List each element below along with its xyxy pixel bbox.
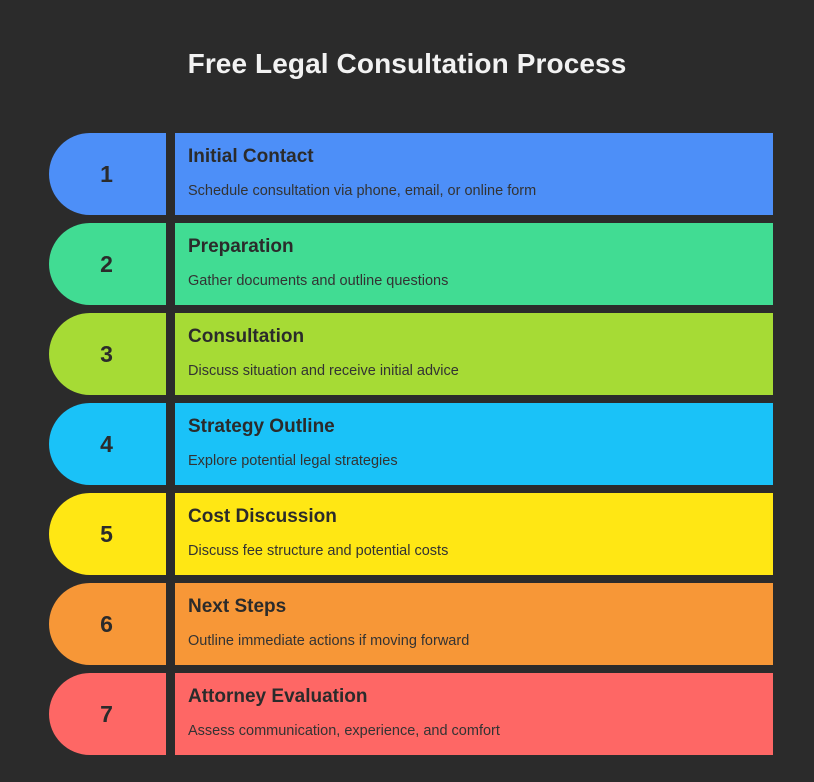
step-description: Explore potential legal strategies bbox=[188, 453, 398, 469]
step-title: Strategy Outline bbox=[188, 416, 335, 437]
step-title: Consultation bbox=[188, 326, 305, 347]
step-card: Cost Discussion Discuss fee structure an… bbox=[175, 493, 773, 575]
step-number-badge: 4 bbox=[49, 403, 166, 485]
step-card: Consultation Discuss situation and recei… bbox=[175, 313, 773, 395]
step-number-badge: 6 bbox=[49, 583, 166, 665]
step-title: Attorney Evaluation bbox=[188, 686, 368, 707]
step-title: Initial Contact bbox=[188, 146, 314, 167]
step-title: Preparation bbox=[188, 236, 294, 257]
step-card: Initial Contact Schedule consultation vi… bbox=[175, 133, 773, 215]
step-number-badge: 2 bbox=[49, 223, 166, 305]
step-description: Schedule consultation via phone, email, … bbox=[188, 183, 537, 199]
step-title: Next Steps bbox=[188, 596, 287, 617]
step-title: Cost Discussion bbox=[188, 506, 337, 527]
step-description: Outline immediate actions if moving forw… bbox=[188, 633, 470, 649]
step-number: 1 bbox=[100, 160, 113, 187]
step-description: Assess communication, experience, and co… bbox=[188, 723, 500, 739]
step-description: Discuss fee structure and potential cost… bbox=[188, 543, 449, 559]
step-number: 4 bbox=[100, 430, 113, 457]
step-number: 7 bbox=[100, 700, 113, 727]
step-number-badge: 7 bbox=[49, 673, 166, 755]
step-card: Next Steps Outline immediate actions if … bbox=[175, 583, 773, 665]
step-number-badge: 3 bbox=[49, 313, 166, 395]
step-number-badge: 1 bbox=[49, 133, 166, 215]
step-number: 5 bbox=[100, 520, 113, 547]
diagram-title: Free Legal Consultation Process bbox=[187, 48, 627, 79]
step-number-badge: 5 bbox=[49, 493, 166, 575]
step-number: 2 bbox=[100, 250, 113, 277]
step-number: 3 bbox=[100, 340, 113, 367]
step-description: Discuss situation and receive initial ad… bbox=[188, 363, 459, 379]
step-card: Preparation Gather documents and outline… bbox=[175, 223, 773, 305]
step-card: Attorney Evaluation Assess communication… bbox=[175, 673, 773, 755]
step-card: Strategy Outline Explore potential legal… bbox=[175, 403, 773, 485]
step-description: Gather documents and outline questions bbox=[188, 273, 449, 289]
step-number: 6 bbox=[100, 610, 113, 637]
